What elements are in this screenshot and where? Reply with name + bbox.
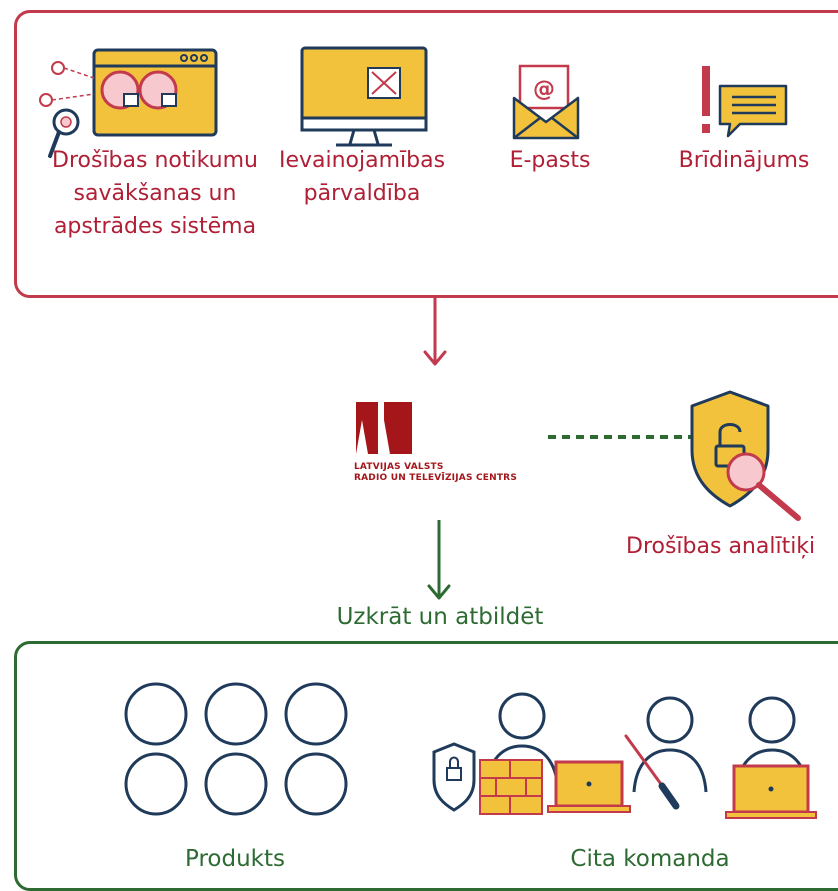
down-arrow-red [423, 298, 447, 366]
dashed-connector [548, 435, 698, 439]
logo-line2: RADIO UN TELEVĪZIJAS CENTRS [354, 473, 517, 483]
product-circle [284, 752, 348, 816]
alert-message-icon [702, 66, 788, 138]
products-grid [124, 682, 348, 816]
email-envelope-icon: @ [512, 64, 580, 140]
siem-browser-icon [39, 48, 218, 158]
vuln-label: Ievainojamības pārvaldība [278, 148, 446, 206]
products-label: Produkts [185, 846, 285, 872]
lvrtc-logo [356, 402, 412, 454]
action-label: Uzkrāt un atbildēt [336, 604, 544, 630]
product-circle [124, 682, 188, 746]
shield-magnifier-icon [690, 390, 801, 521]
product-circle [124, 752, 188, 816]
svg-text:@: @ [533, 77, 555, 102]
product-circle [284, 682, 348, 746]
monitor-icon [300, 46, 428, 147]
product-circle [204, 682, 268, 746]
logo-line1: LATVIJAS VALSTS [354, 462, 444, 472]
team-illustration [432, 692, 817, 819]
product-circle [204, 752, 268, 816]
team-label: Cita komanda [570, 846, 730, 872]
sources-box [14, 10, 838, 298]
siem-label: Drošības notikumu savākšanas un apstrāde… [52, 148, 258, 239]
alert-label: Brīdinājums [678, 148, 810, 173]
analyst-label: Drošības analītiķi [626, 534, 816, 559]
down-arrow-green [427, 520, 451, 600]
email-label: E-pasts [509, 148, 591, 173]
